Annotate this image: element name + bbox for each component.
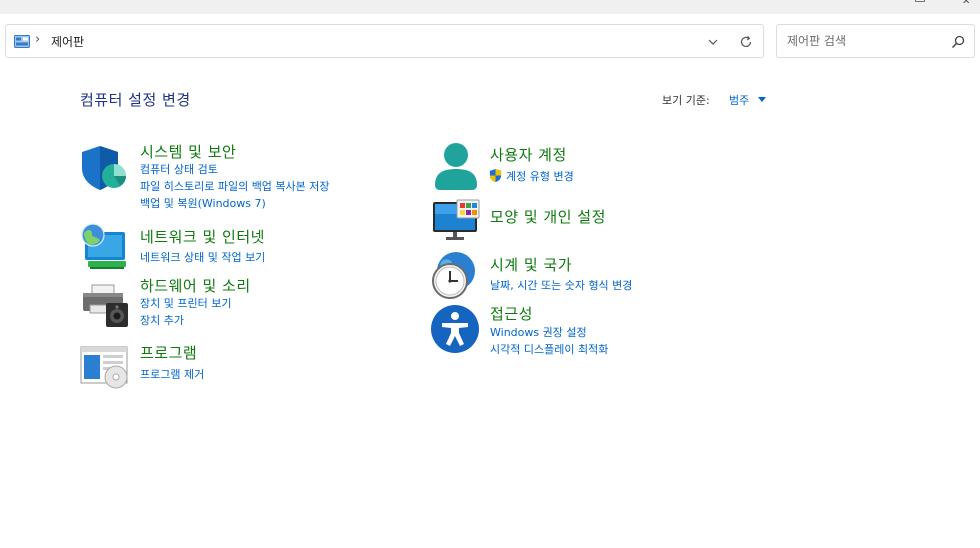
- category-network-internet[interactable]: 네트워크 및 인터넷: [140, 228, 265, 246]
- page-title: 컴퓨터 설정 변경: [80, 91, 191, 109]
- link-backup-restore[interactable]: 백업 및 복원(Windows 7): [140, 197, 266, 210]
- category-user-accounts[interactable]: 사용자 계정: [490, 146, 567, 164]
- category-programs[interactable]: 프로그램: [140, 344, 198, 362]
- link-change-account-type[interactable]: 계정 유형 변경: [506, 170, 574, 183]
- link-change-date-format[interactable]: 날짜, 시간 또는 숫자 형식 변경: [490, 279, 633, 292]
- network-icon[interactable]: [80, 222, 128, 270]
- clock-globe-icon[interactable]: [430, 251, 480, 301]
- shield-icon[interactable]: [80, 144, 128, 192]
- link-windows-recommended[interactable]: Windows 권장 설정: [490, 326, 587, 339]
- user-icon[interactable]: [433, 141, 479, 191]
- search-icon[interactable]: [950, 34, 966, 50]
- chevron-down-icon[interactable]: [706, 35, 720, 49]
- monitor-personalization-icon[interactable]: [432, 199, 482, 241]
- programs-icon[interactable]: [80, 345, 130, 389]
- link-review-status[interactable]: 컴퓨터 상태 검토: [140, 163, 218, 176]
- uac-shield-icon: [489, 168, 502, 183]
- link-file-history[interactable]: 파일 히스토리로 파일의 백업 복사본 저장: [140, 180, 330, 193]
- view-by-dropdown[interactable]: 범주: [729, 94, 750, 107]
- link-devices-printers[interactable]: 장치 및 프린터 보기: [140, 297, 232, 310]
- printer-speaker-icon[interactable]: [80, 283, 130, 328]
- breadcrumb-control-panel[interactable]: 제어판: [51, 35, 85, 49]
- search-box[interactable]: [776, 24, 975, 58]
- category-hardware-sound[interactable]: 하드웨어 및 소리: [140, 277, 251, 295]
- link-add-device[interactable]: 장치 추가: [140, 314, 184, 327]
- accessibility-icon[interactable]: [430, 304, 480, 354]
- caret-down-icon[interactable]: [758, 97, 766, 102]
- close-icon[interactable]: ✕: [962, 0, 971, 7]
- link-network-status[interactable]: 네트워크 상태 및 작업 보기: [140, 251, 266, 264]
- window-title-bar: ✕: [0, 0, 980, 14]
- breadcrumb-separator: ›: [35, 32, 41, 47]
- category-accessibility[interactable]: 접근성: [490, 305, 533, 323]
- refresh-icon[interactable]: [738, 34, 754, 50]
- control-panel-icon: [14, 35, 30, 48]
- category-system-security[interactable]: 시스템 및 보안: [140, 143, 237, 161]
- search-input[interactable]: [778, 26, 943, 56]
- category-clock-region[interactable]: 시계 및 국가: [490, 256, 573, 274]
- link-uninstall-program[interactable]: 프로그램 제거: [140, 368, 205, 381]
- link-optimize-display[interactable]: 시각적 디스플레이 최적화: [490, 343, 609, 356]
- category-appearance-personalization[interactable]: 모양 및 개인 설정: [490, 208, 606, 226]
- view-by-label: 보기 기준:: [662, 94, 710, 107]
- address-bar[interactable]: › 제어판: [5, 24, 764, 58]
- maximize-icon[interactable]: [915, 0, 925, 2]
